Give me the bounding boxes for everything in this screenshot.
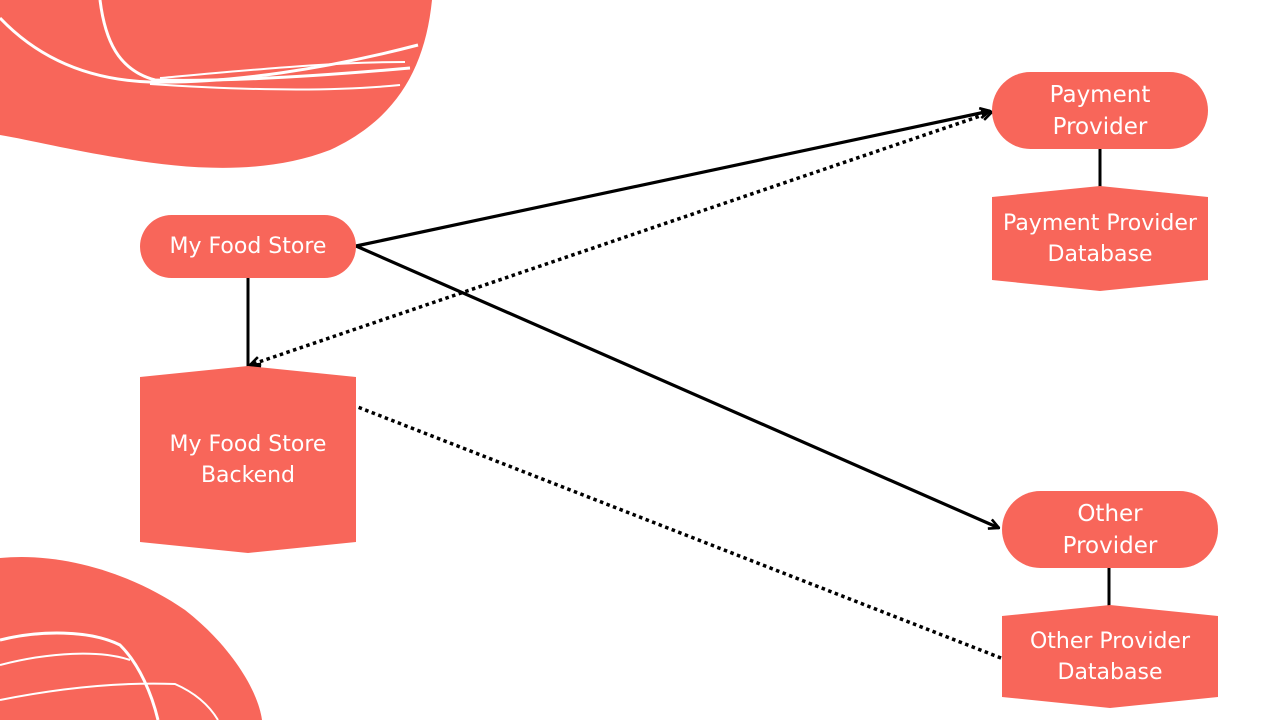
node-other-provider[interactable] (1002, 491, 1218, 568)
decorative-blob-bottom-left (0, 556, 262, 720)
dotted-arrow-other-database-to-backend (250, 365, 1002, 660)
node-other-provider-database[interactable] (1002, 605, 1218, 708)
node-payment-provider-database[interactable] (992, 186, 1208, 291)
decorative-blob-top-left (0, 0, 432, 168)
arrow-store-to-payment-provider (355, 111, 990, 248)
node-payment-provider[interactable] (992, 72, 1208, 149)
node-my-food-store[interactable] (140, 215, 356, 278)
dotted-arrow-payment-provider-backend (250, 112, 992, 365)
arrow-store-to-other-provider (355, 244, 999, 528)
node-my-food-store-backend[interactable] (140, 366, 356, 553)
